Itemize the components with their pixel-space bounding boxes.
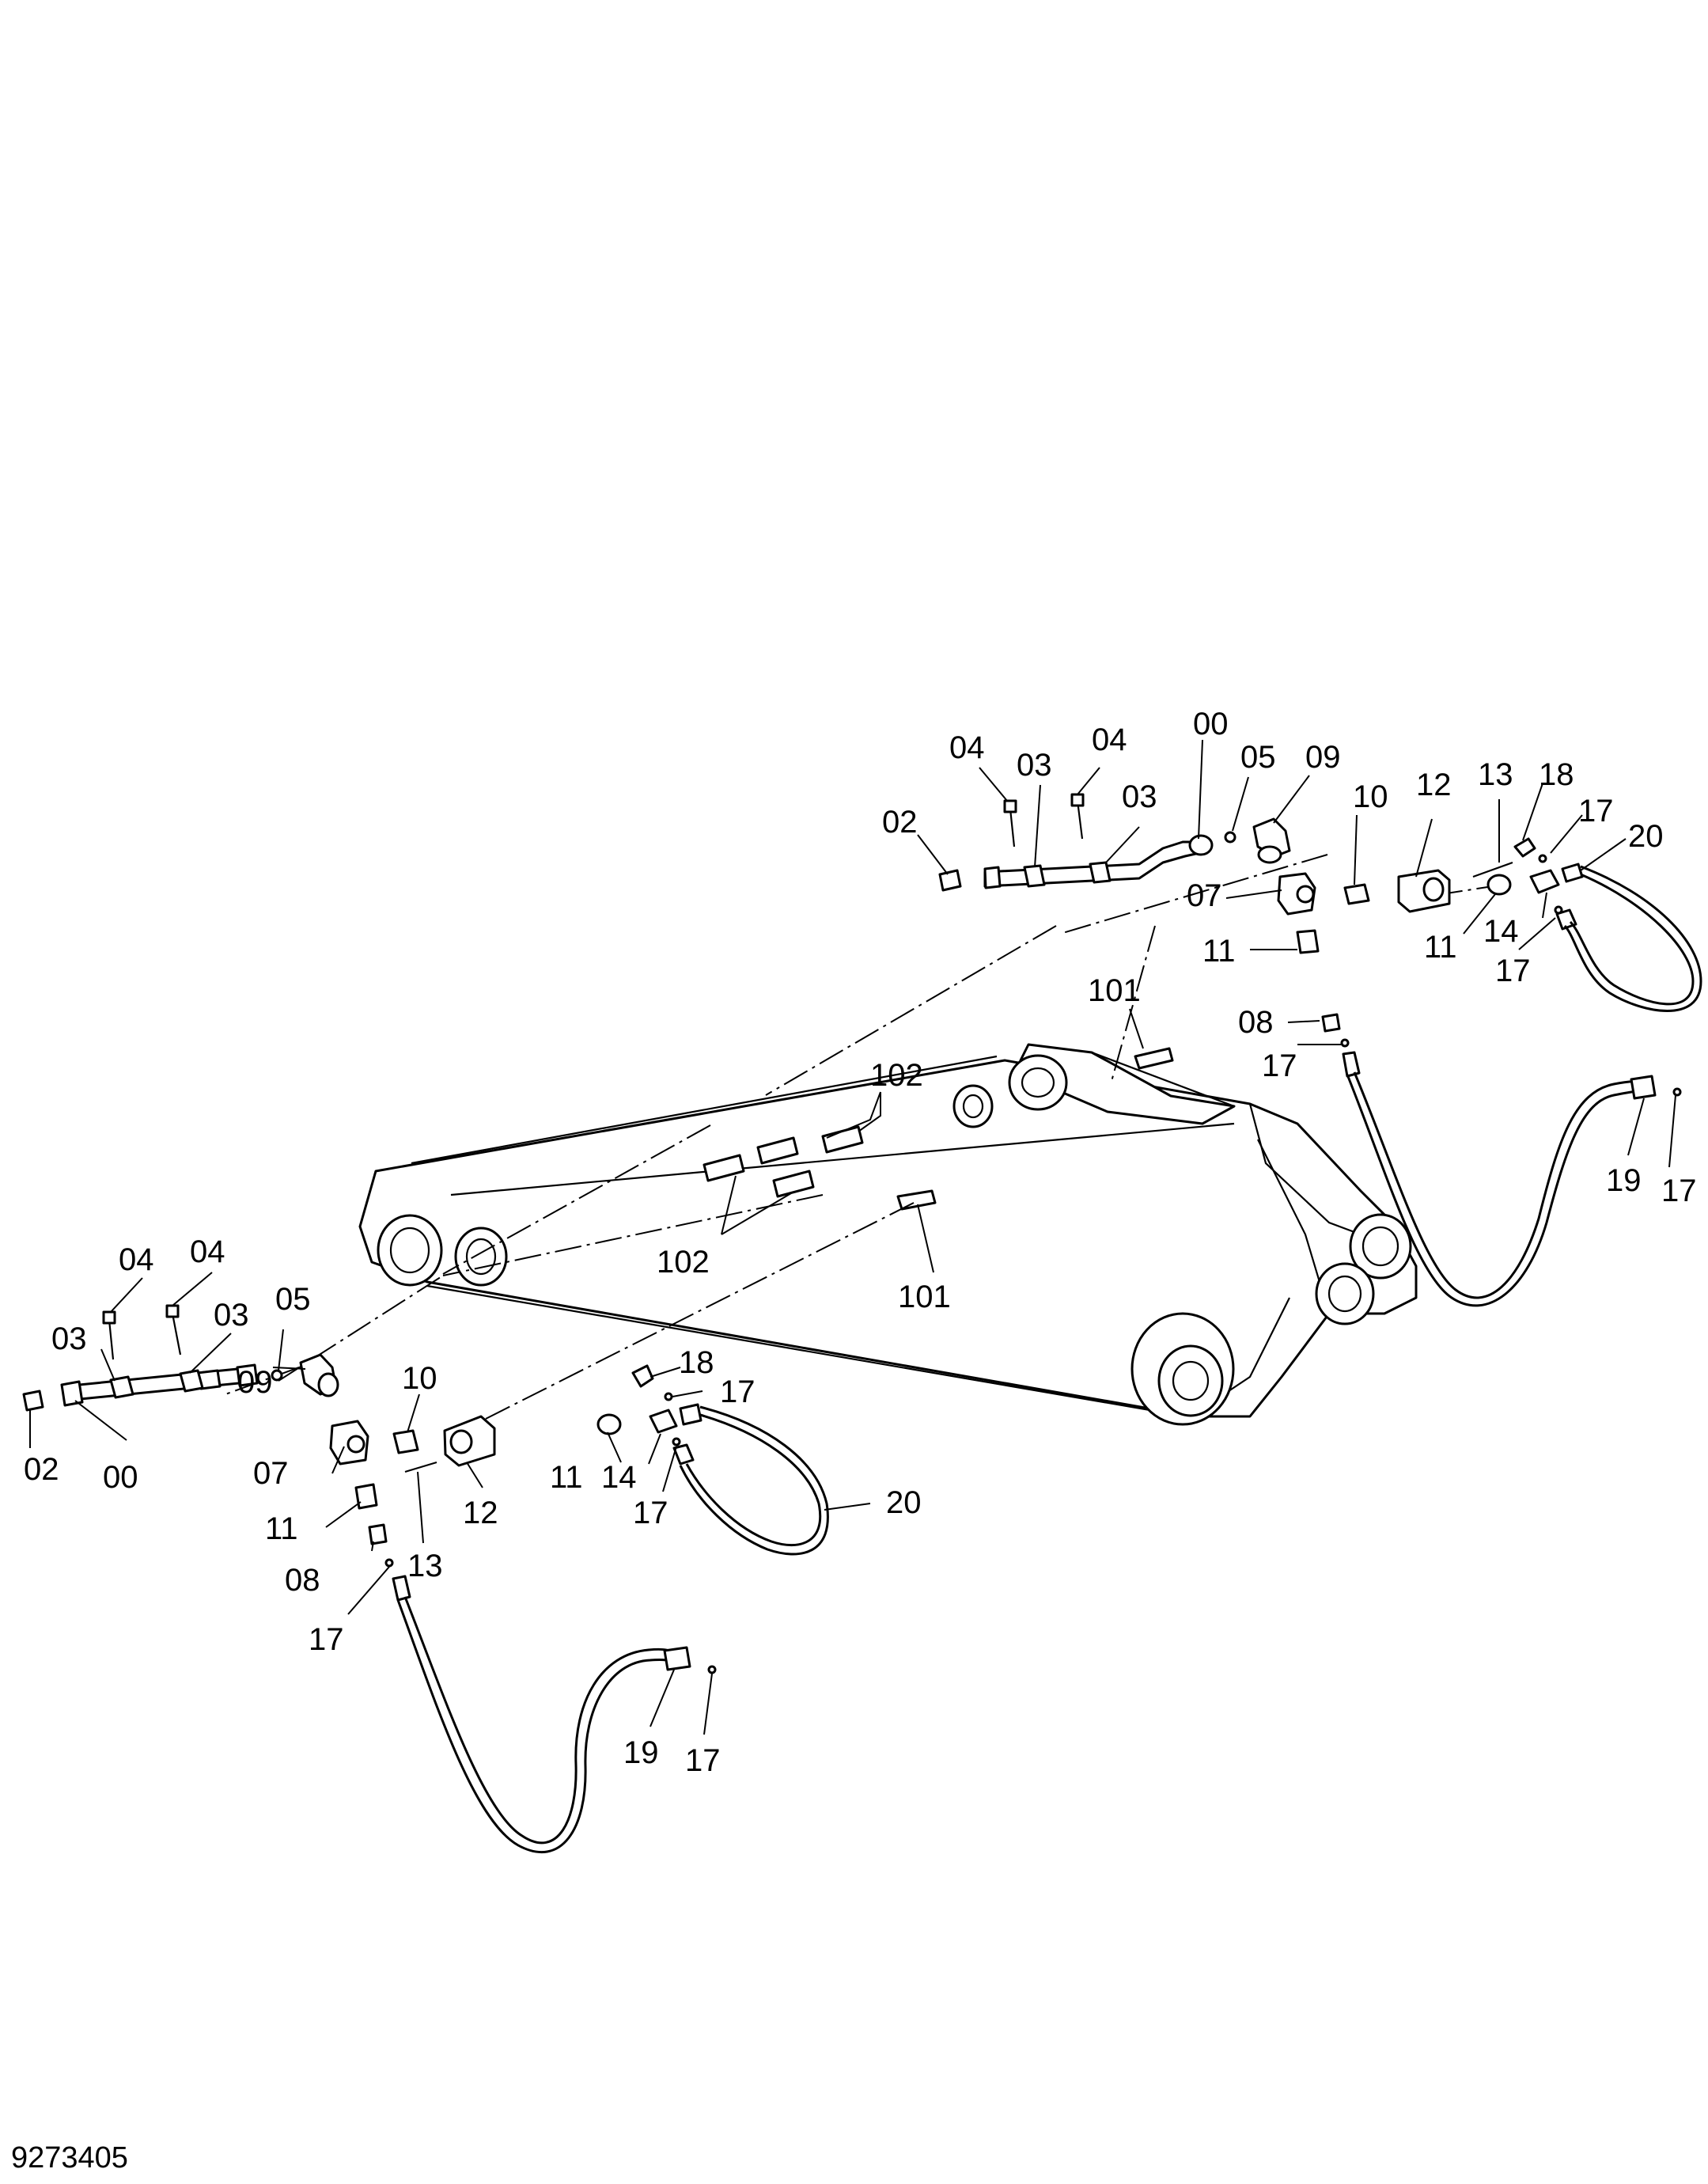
assembly-centerlines xyxy=(225,854,1504,1425)
callout-10-lower: 10 xyxy=(402,1361,437,1396)
wear-pads xyxy=(703,1047,1174,1211)
callout-02-lower: 02 xyxy=(24,1452,59,1487)
drawing-number: 9273405 xyxy=(11,2141,128,2175)
callout-20-lower: 20 xyxy=(886,1485,922,1520)
callout-09-upper: 09 xyxy=(1305,740,1341,775)
callout-11-upper-left: 11 xyxy=(1202,934,1236,969)
lower-pipe-assembly xyxy=(22,1304,829,1854)
callout-101-lower: 101 xyxy=(898,1280,951,1314)
callout-03-upper-right: 03 xyxy=(1122,779,1157,814)
callout-17-lower-left: 17 xyxy=(309,1622,344,1657)
callout-17-upper-right-end: 17 xyxy=(1661,1174,1697,1208)
callout-07-lower: 07 xyxy=(253,1456,289,1491)
callout-03-lower-right: 03 xyxy=(214,1298,249,1333)
boom-body xyxy=(358,1043,1418,1426)
callout-04-lower-left: 04 xyxy=(119,1242,154,1277)
upper-pipe-assembly xyxy=(938,793,1702,1307)
callout-102-bottom: 102 xyxy=(657,1245,710,1280)
callout-17-lower-end: 17 xyxy=(685,1743,721,1778)
callout-20-upper: 20 xyxy=(1628,819,1664,854)
callout-02-upper: 02 xyxy=(882,805,918,840)
callout-04-upper-left: 04 xyxy=(949,730,985,765)
callout-labels: 02 04 03 04 03 00 05 09 07 10 11 12 11 1… xyxy=(24,707,1697,1778)
callout-09-lower: 09 xyxy=(237,1365,273,1400)
callout-07-upper: 07 xyxy=(1187,878,1222,913)
callout-19-upper: 19 xyxy=(1606,1163,1642,1198)
callout-14-upper: 14 xyxy=(1483,914,1519,949)
callout-11-upper-right: 11 xyxy=(1424,930,1457,965)
callout-05-lower: 05 xyxy=(275,1282,311,1317)
callout-11-lower-left: 11 xyxy=(265,1511,298,1546)
callout-00-upper: 00 xyxy=(1193,707,1229,741)
callout-04-upper-right: 04 xyxy=(1092,722,1127,757)
callout-17-upper-top: 17 xyxy=(1578,794,1614,828)
callout-12-lower: 12 xyxy=(463,1496,498,1530)
callout-03-upper-left: 03 xyxy=(1017,748,1052,783)
callout-05-upper: 05 xyxy=(1240,740,1276,775)
callout-13-lower: 13 xyxy=(407,1549,443,1583)
callout-17-lower-mid: 17 xyxy=(633,1496,668,1530)
callout-11-lower-right: 11 xyxy=(550,1460,583,1495)
callout-18-upper: 18 xyxy=(1539,757,1574,792)
callout-19-lower: 19 xyxy=(623,1735,659,1770)
callout-leaders xyxy=(29,739,1676,1735)
callout-04-lower-right: 04 xyxy=(190,1234,225,1269)
callout-14-lower: 14 xyxy=(601,1460,637,1495)
callout-101-upper: 101 xyxy=(1088,973,1141,1008)
callout-18-lower: 18 xyxy=(679,1345,714,1380)
callout-00-lower: 00 xyxy=(103,1460,138,1495)
callout-17-lower-top: 17 xyxy=(720,1374,756,1409)
callout-102-top: 102 xyxy=(870,1058,923,1093)
callout-08-lower: 08 xyxy=(285,1563,320,1598)
callout-03-lower-left: 03 xyxy=(51,1321,87,1356)
callout-08-upper: 08 xyxy=(1238,1005,1274,1040)
callout-17-upper-mid: 17 xyxy=(1495,954,1531,988)
callout-10-upper: 10 xyxy=(1353,779,1388,814)
callout-12-upper: 12 xyxy=(1416,768,1452,802)
callout-13-upper: 13 xyxy=(1478,757,1513,792)
callout-17-upper-lower: 17 xyxy=(1262,1048,1297,1083)
